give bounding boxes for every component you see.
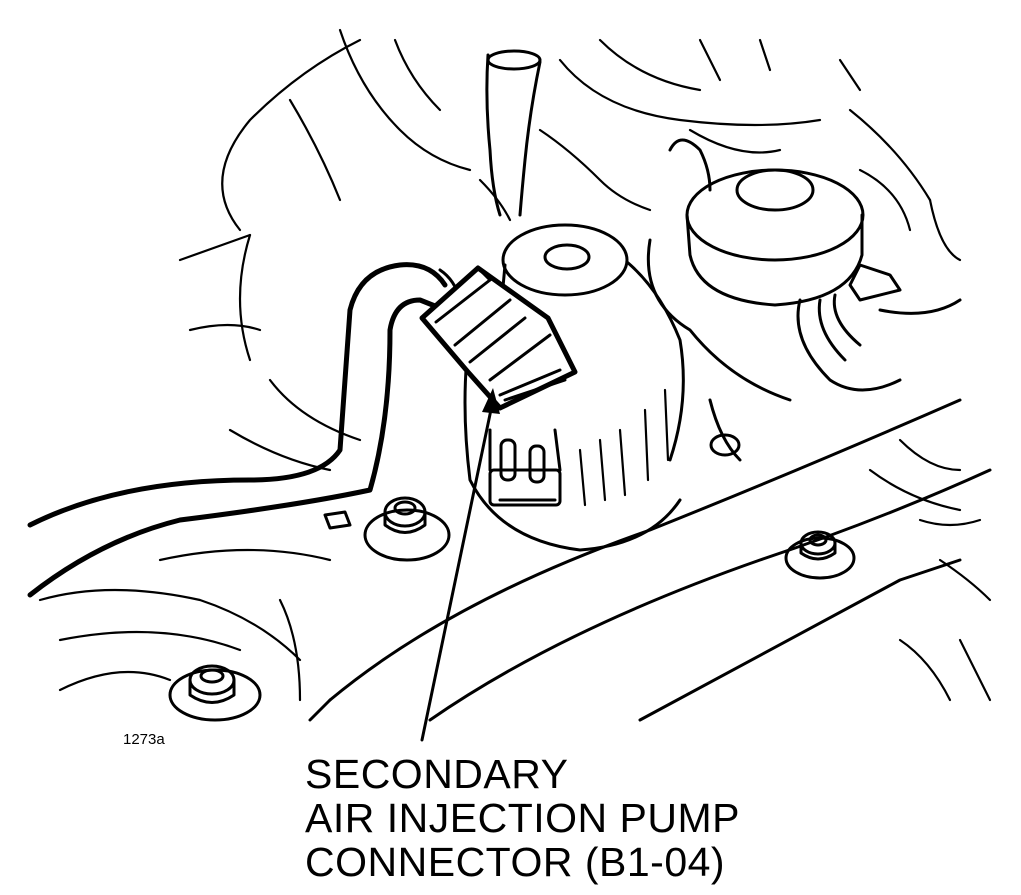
bolt-bottom (168, 664, 262, 722)
callout-line-2: AIR INJECTION PUMP (305, 795, 740, 841)
bolt-right (784, 530, 856, 580)
pump-connector (419, 265, 578, 411)
engine-body-lines (38, 28, 992, 702)
callout-line-3: CONNECTOR (B1-04) (305, 839, 726, 885)
wiring-harness (27, 262, 462, 598)
callout-line-1: SECONDARY (305, 751, 569, 797)
callout-leader-arrow (420, 388, 500, 742)
pump-terminal-socket (488, 428, 562, 507)
cross-member (308, 398, 992, 722)
small-bracket (323, 510, 352, 530)
callout-label: SECONDARY AIR INJECTION PUMP CONNECTOR (… (305, 752, 740, 884)
figure-number: 1273a (123, 731, 165, 748)
upper-hose (485, 49, 542, 217)
air-valve-assembly (646, 138, 962, 462)
bolt-left (363, 496, 451, 562)
